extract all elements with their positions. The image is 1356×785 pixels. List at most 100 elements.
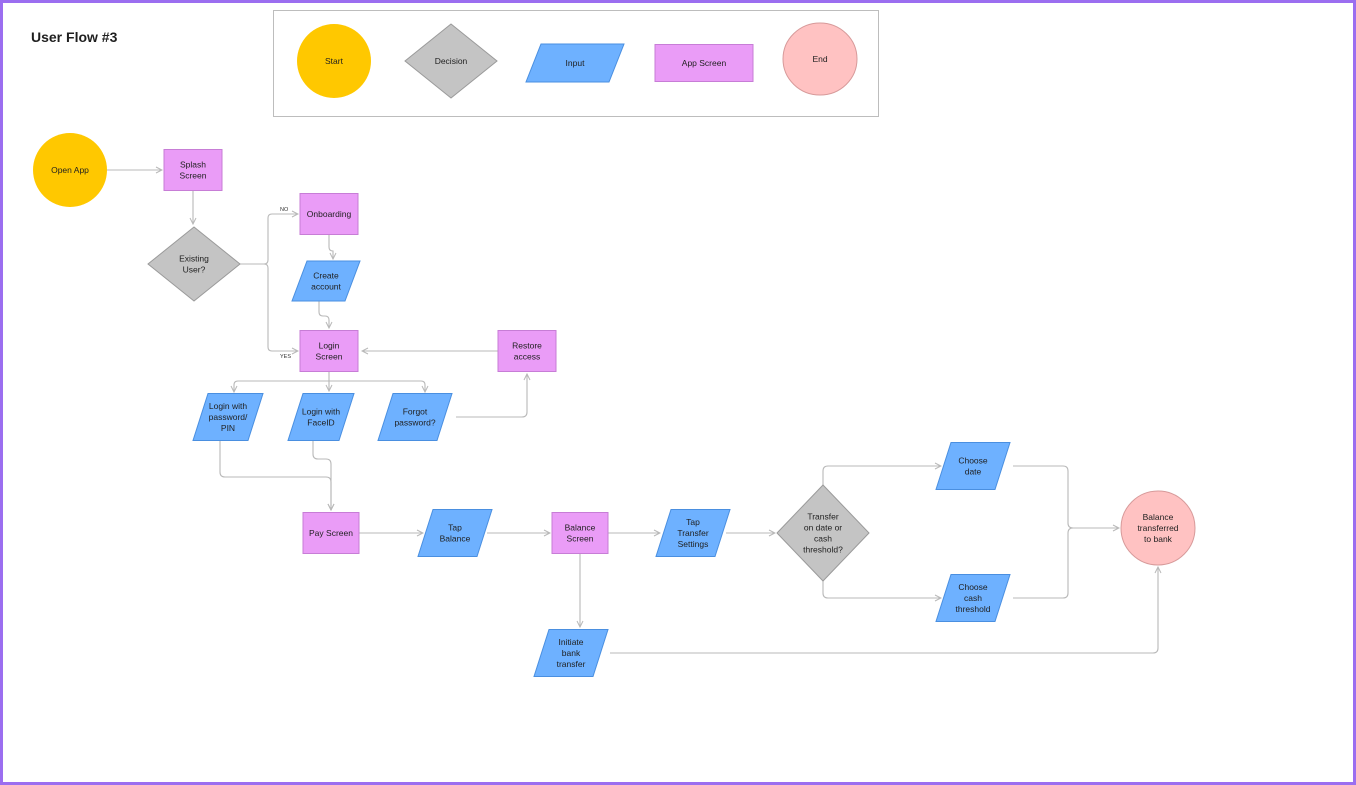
node-balance-transferred-label-line: Balance: [1143, 512, 1174, 522]
connector-line: [263, 263, 298, 351]
legend-decision: Decision: [404, 23, 498, 99]
connector-line: [1013, 527, 1074, 599]
connector-line: [234, 372, 330, 392]
edge-login-screen-to-forgot-password: [329, 380, 425, 392]
node-pay-screen: Pay Screen: [302, 512, 360, 554]
node-balance-transferred-label-line: transferred: [1137, 523, 1178, 533]
connector-line: [312, 441, 331, 510]
edge-choose-cash-threshold-to-balance-transferred: [1013, 527, 1074, 599]
node-splash-screen-label-line: Splash: [180, 160, 206, 170]
node-initiate-bank-transfer-label-line: transfer: [557, 659, 586, 669]
node-login-screen-label-line: Screen: [316, 352, 343, 362]
edge-label-no: NO: [280, 207, 289, 213]
legend-app-screen-label: App Screen: [682, 58, 727, 68]
legend-input-label: Input: [566, 58, 586, 68]
node-initiate-bank-transfer-label-line: bank: [562, 648, 581, 658]
node-open-app-label-line: Open App: [51, 165, 89, 175]
node-tap-transfer-settings-label-line: Transfer: [677, 528, 709, 538]
node-tap-balance-label-line: Tap: [448, 523, 462, 533]
connector-line: [822, 581, 941, 598]
connector-line: [822, 466, 941, 485]
edge-create-account-to-login-screen: [318, 301, 329, 328]
legend: Start Decision Input App Screen End: [273, 10, 879, 117]
node-open-app: Open App: [33, 133, 107, 207]
legend-start: Start: [297, 24, 371, 98]
node-balance-transferred-label-line: to bank: [1144, 534, 1173, 544]
connector-line: [610, 567, 1158, 654]
connector-line: [240, 214, 298, 265]
nodes: Open AppSplashScreenExistingUser?Onboard…: [33, 133, 1196, 677]
node-login-password-label-line: password/: [209, 412, 248, 422]
node-create-account-label-line: Create: [313, 271, 339, 281]
edge-label-yes: YES: [280, 354, 291, 360]
node-balance-screen-label-line: Screen: [567, 534, 594, 544]
node-login-password-label-line: Login with: [209, 401, 248, 411]
node-restore-access-label-line: Restore: [512, 341, 542, 351]
diagram-title: User Flow #3: [31, 29, 118, 45]
node-choose-cash-threshold-label-line: Choose: [958, 582, 988, 592]
connector-line: [1013, 465, 1119, 528]
node-tap-balance-label-line: Balance: [440, 534, 471, 544]
node-choose-cash-threshold-label-line: cash: [964, 593, 982, 603]
edge-existing-user-to-login-screen: YES: [263, 263, 298, 360]
node-login-screen-label-line: Login: [319, 341, 340, 351]
edge-choose-date-to-balance-transferred: [1013, 465, 1119, 528]
legend-input: Input: [525, 43, 625, 83]
legend-end-label: End: [812, 54, 827, 64]
node-forgot-password-label-line: password?: [394, 418, 435, 428]
node-tap-transfer-settings-label-line: Settings: [678, 539, 709, 549]
legend-app-screen: App Screen: [654, 44, 754, 82]
edge-onboarding-to-create-account: [328, 235, 333, 259]
edge-initiate-bank-transfer-to-balance-transferred: [610, 567, 1158, 654]
edge-login-faceid-to-pay-screen: [312, 441, 331, 510]
node-login-faceid-label-line: Login with: [302, 407, 341, 417]
node-choose-cash-threshold-label-line: threshold: [956, 604, 991, 614]
node-existing-user-label-line: Existing: [179, 254, 209, 264]
node-initiate-bank-transfer-label-line: Initiate: [558, 637, 583, 647]
edge-transfer-decision-to-choose-cash-threshold: [822, 581, 941, 598]
node-transfer-decision-label-line: on date or: [804, 523, 842, 533]
connector-line: [456, 374, 527, 418]
node-balance-screen-label-line: Balance: [565, 523, 596, 533]
node-tap-transfer-settings-label-line: Tap: [686, 517, 700, 527]
edge-existing-user-to-onboarding: NO: [240, 207, 298, 265]
connector-line: [318, 301, 329, 328]
node-restore-access-label-line: access: [514, 352, 540, 362]
connector-line: [329, 380, 425, 392]
node-transfer-decision-label-line: threshold?: [803, 545, 843, 555]
node-login-faceid-label-line: FaceID: [307, 418, 334, 428]
node-choose-date-label-line: Choose: [958, 456, 988, 466]
node-login-password-label-line: PIN: [221, 423, 235, 433]
node-splash-screen-label-line: Screen: [180, 171, 207, 181]
node-forgot-password-label-line: Forgot: [403, 407, 428, 417]
edge-login-password-to-pay-screen: [219, 441, 331, 510]
connector-line: [328, 235, 333, 259]
legend-start-label: Start: [325, 56, 344, 66]
edges: NO YES: [107, 170, 1158, 654]
legend-decision-label: Decision: [435, 56, 468, 66]
connector-line: [219, 441, 331, 510]
node-choose-date-label-line: date: [965, 467, 982, 477]
edge-transfer-decision-to-choose-date: [822, 466, 941, 485]
node-create-account-label-line: account: [311, 282, 341, 292]
node-transfer-decision-label-line: cash: [814, 534, 832, 544]
node-onboarding-label-line: Onboarding: [307, 209, 352, 219]
edge-forgot-password-to-restore-access: [456, 374, 527, 418]
node-onboarding: Onboarding: [299, 193, 359, 235]
